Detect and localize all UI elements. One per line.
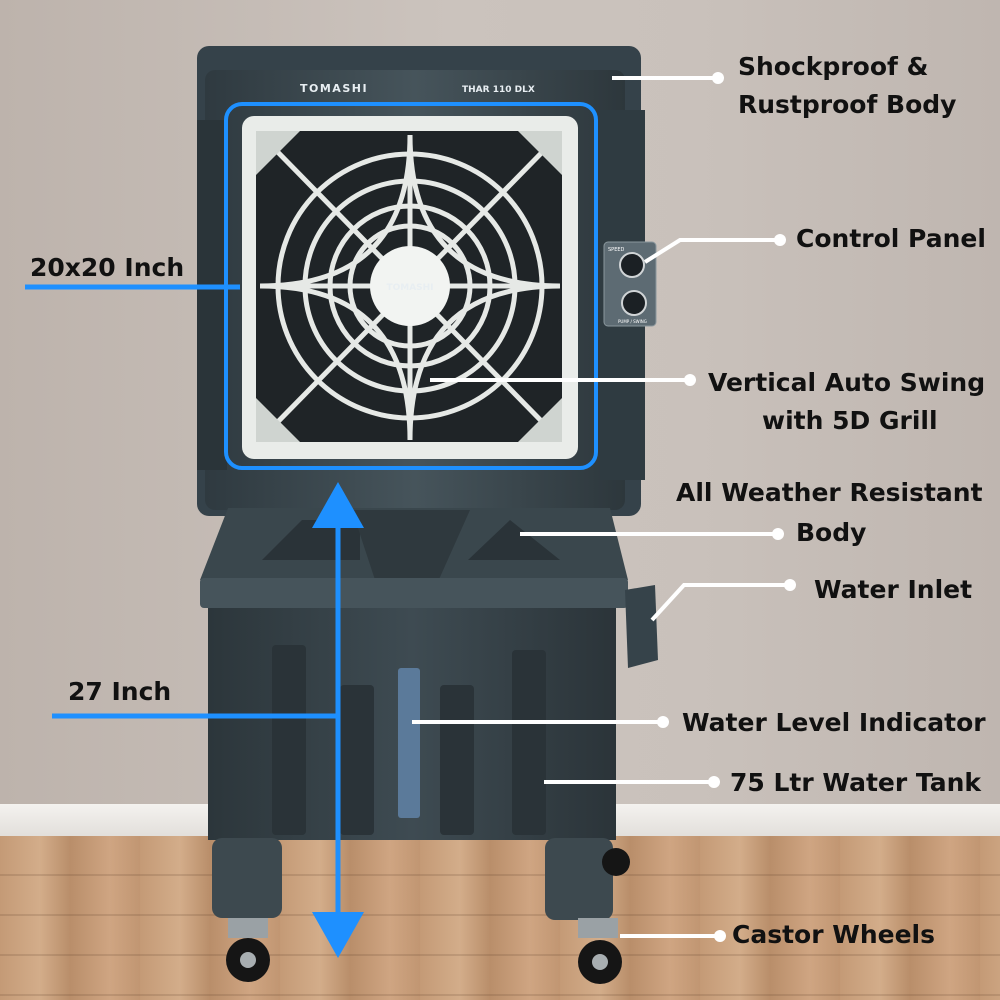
feature-weather-label-line1: All Weather Resistant — [676, 478, 983, 507]
grill-dimension-label: 20x20 Inch — [30, 253, 185, 282]
water-inlet — [625, 585, 658, 668]
water-level-indicator — [398, 668, 420, 818]
feature-tank-label: 75 Ltr Water Tank — [730, 768, 982, 797]
pump-swing-knob-label: PUMP / SWING — [618, 319, 647, 324]
dimension-markers — [25, 284, 364, 958]
feature-weather-label-line2: Body — [796, 518, 867, 547]
speed-knob — [619, 252, 645, 278]
fan-hub — [370, 246, 450, 326]
feature-body-label-line1: Shockproof & — [738, 52, 929, 81]
shoulder-recess-right — [468, 520, 560, 560]
wooden-floor — [0, 836, 1000, 1000]
shoulder-center-notch — [352, 510, 470, 595]
castor-wheel-back — [602, 848, 630, 876]
side-rib-left — [197, 120, 227, 470]
hub-brand-text: TOMASHI — [386, 283, 433, 293]
callout-lines — [412, 76, 790, 938]
brand-logo-text: TOMASHI — [300, 82, 368, 95]
feature-swing-label-line1: Vertical Auto Swing — [708, 368, 986, 397]
feature-water-level-label: Water Level Indicator — [682, 708, 986, 737]
model-name-text: THAR 110 DLX — [462, 85, 535, 95]
pump-swing-knob — [621, 290, 647, 316]
grill-corner-vents — [256, 131, 562, 442]
feature-castor-wheels-label: Castor Wheels — [732, 920, 935, 949]
cooler-lid-rim — [200, 578, 628, 608]
feature-water-inlet-label: Water Inlet — [814, 575, 973, 604]
feature-body-label-line2: Rustproof Body — [738, 90, 957, 119]
height-dimension-label: 27 Inch — [68, 677, 172, 706]
feature-control-panel-label: Control Panel — [796, 224, 986, 253]
speed-knob-label: SPEED — [608, 247, 625, 253]
castor-wheel-assembly-right — [545, 838, 622, 984]
callout-dots — [657, 72, 796, 942]
feature-swing-label-line2: with 5D Grill — [762, 406, 938, 435]
castor-wheel-assembly-left — [212, 838, 282, 982]
